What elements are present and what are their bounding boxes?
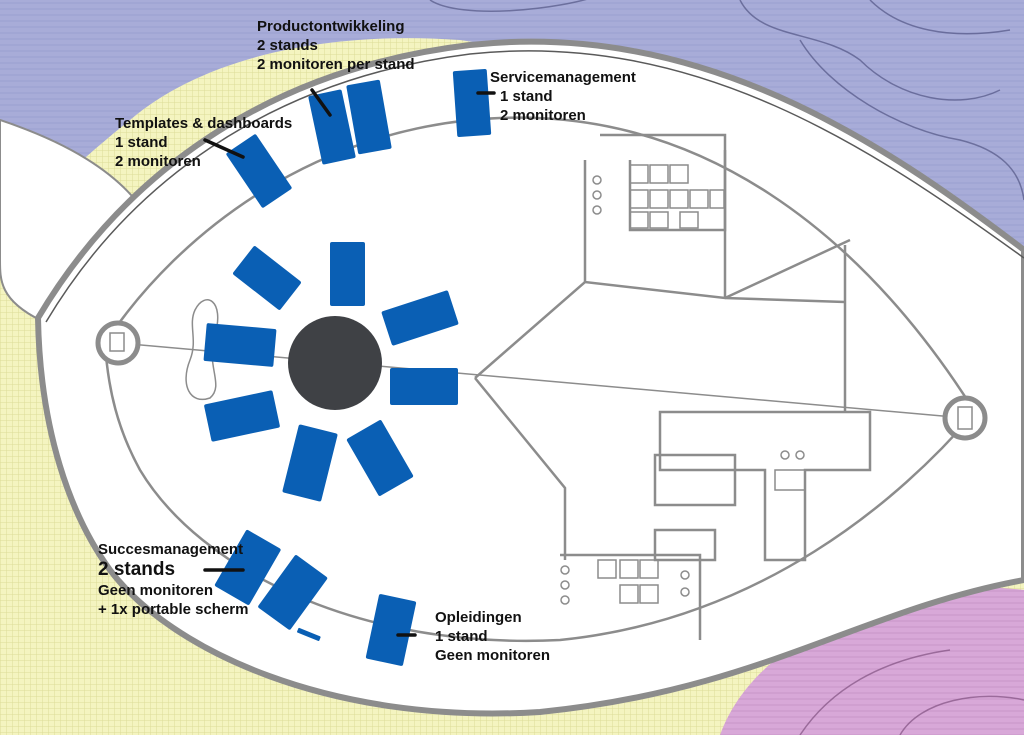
column-right — [942, 395, 988, 441]
label-templates-title: Templates & dashboards — [115, 115, 293, 132]
label-servicemanagement-line2: 2 monitoren — [500, 107, 586, 124]
stand-succes-2 — [258, 555, 328, 630]
label-templates-line2: 2 monitoren — [115, 153, 201, 170]
hub-stand-nw — [233, 246, 301, 310]
label-succesmanagement-line3: + 1x portable scherm — [98, 601, 249, 618]
label-productontwikkeling-title: Productontwikkeling — [257, 18, 405, 35]
label-opleidingen-line2: Geen monitoren — [435, 647, 551, 664]
leader-templates — [203, 138, 245, 159]
label-templates-line1: 1 stand — [115, 134, 168, 151]
label-succesmanagement-line2: Geen monitoren — [98, 582, 214, 599]
hub-stand-w — [203, 323, 277, 367]
portable-screen — [297, 627, 321, 641]
label-productontwikkeling: Productontwikkeling 2 stands 2 monitoren… — [257, 17, 415, 74]
label-servicemanagement-line1: 1 stand — [500, 88, 553, 105]
hub-stand-ne — [381, 290, 459, 346]
hub-stand-s — [282, 424, 338, 502]
stand-succes-1 — [214, 530, 281, 605]
hub-stands — [203, 242, 459, 502]
stand-product-1 — [308, 89, 356, 165]
stand-opleidingen — [365, 594, 417, 666]
zone-pink — [720, 587, 1024, 735]
stand-service — [452, 69, 492, 137]
hub-stand-sw — [204, 390, 280, 442]
label-servicemanagement-title: Servicemanagement — [490, 69, 636, 86]
leader-product — [310, 88, 332, 117]
inner-wall — [103, 116, 977, 643]
hub-stand-se — [346, 420, 414, 496]
stand-templates — [226, 134, 292, 208]
hub-stand-n — [330, 242, 365, 306]
label-productontwikkeling-line2: 2 monitoren per stand — [257, 56, 415, 73]
stand-product-2 — [346, 79, 392, 155]
hub-stand-e — [390, 368, 458, 405]
zone-purple — [0, 0, 1024, 278]
label-productontwikkeling-line1: 2 stands — [257, 37, 318, 54]
label-opleidingen-title: Opleidingen — [435, 609, 522, 626]
label-succesmanagement-line1: 2 stands — [98, 559, 176, 580]
label-succesmanagement-title: Succesmanagement — [98, 541, 244, 558]
label-succesmanagement: Succesmanagement 2 stands Geen monitoren… — [98, 540, 248, 619]
label-opleidingen: Opleidingen 1 stand Geen monitoren — [435, 608, 550, 665]
label-opleidingen-line1: 1 stand — [435, 628, 488, 645]
label-templates: Templates & dashboards 1 stand 2 monitor… — [115, 114, 292, 171]
label-servicemanagement: Servicemanagement 1 stand 2 monitoren — [490, 68, 636, 125]
column-left — [95, 320, 141, 366]
building-outline — [34, 38, 1024, 717]
central-hub — [288, 316, 382, 410]
